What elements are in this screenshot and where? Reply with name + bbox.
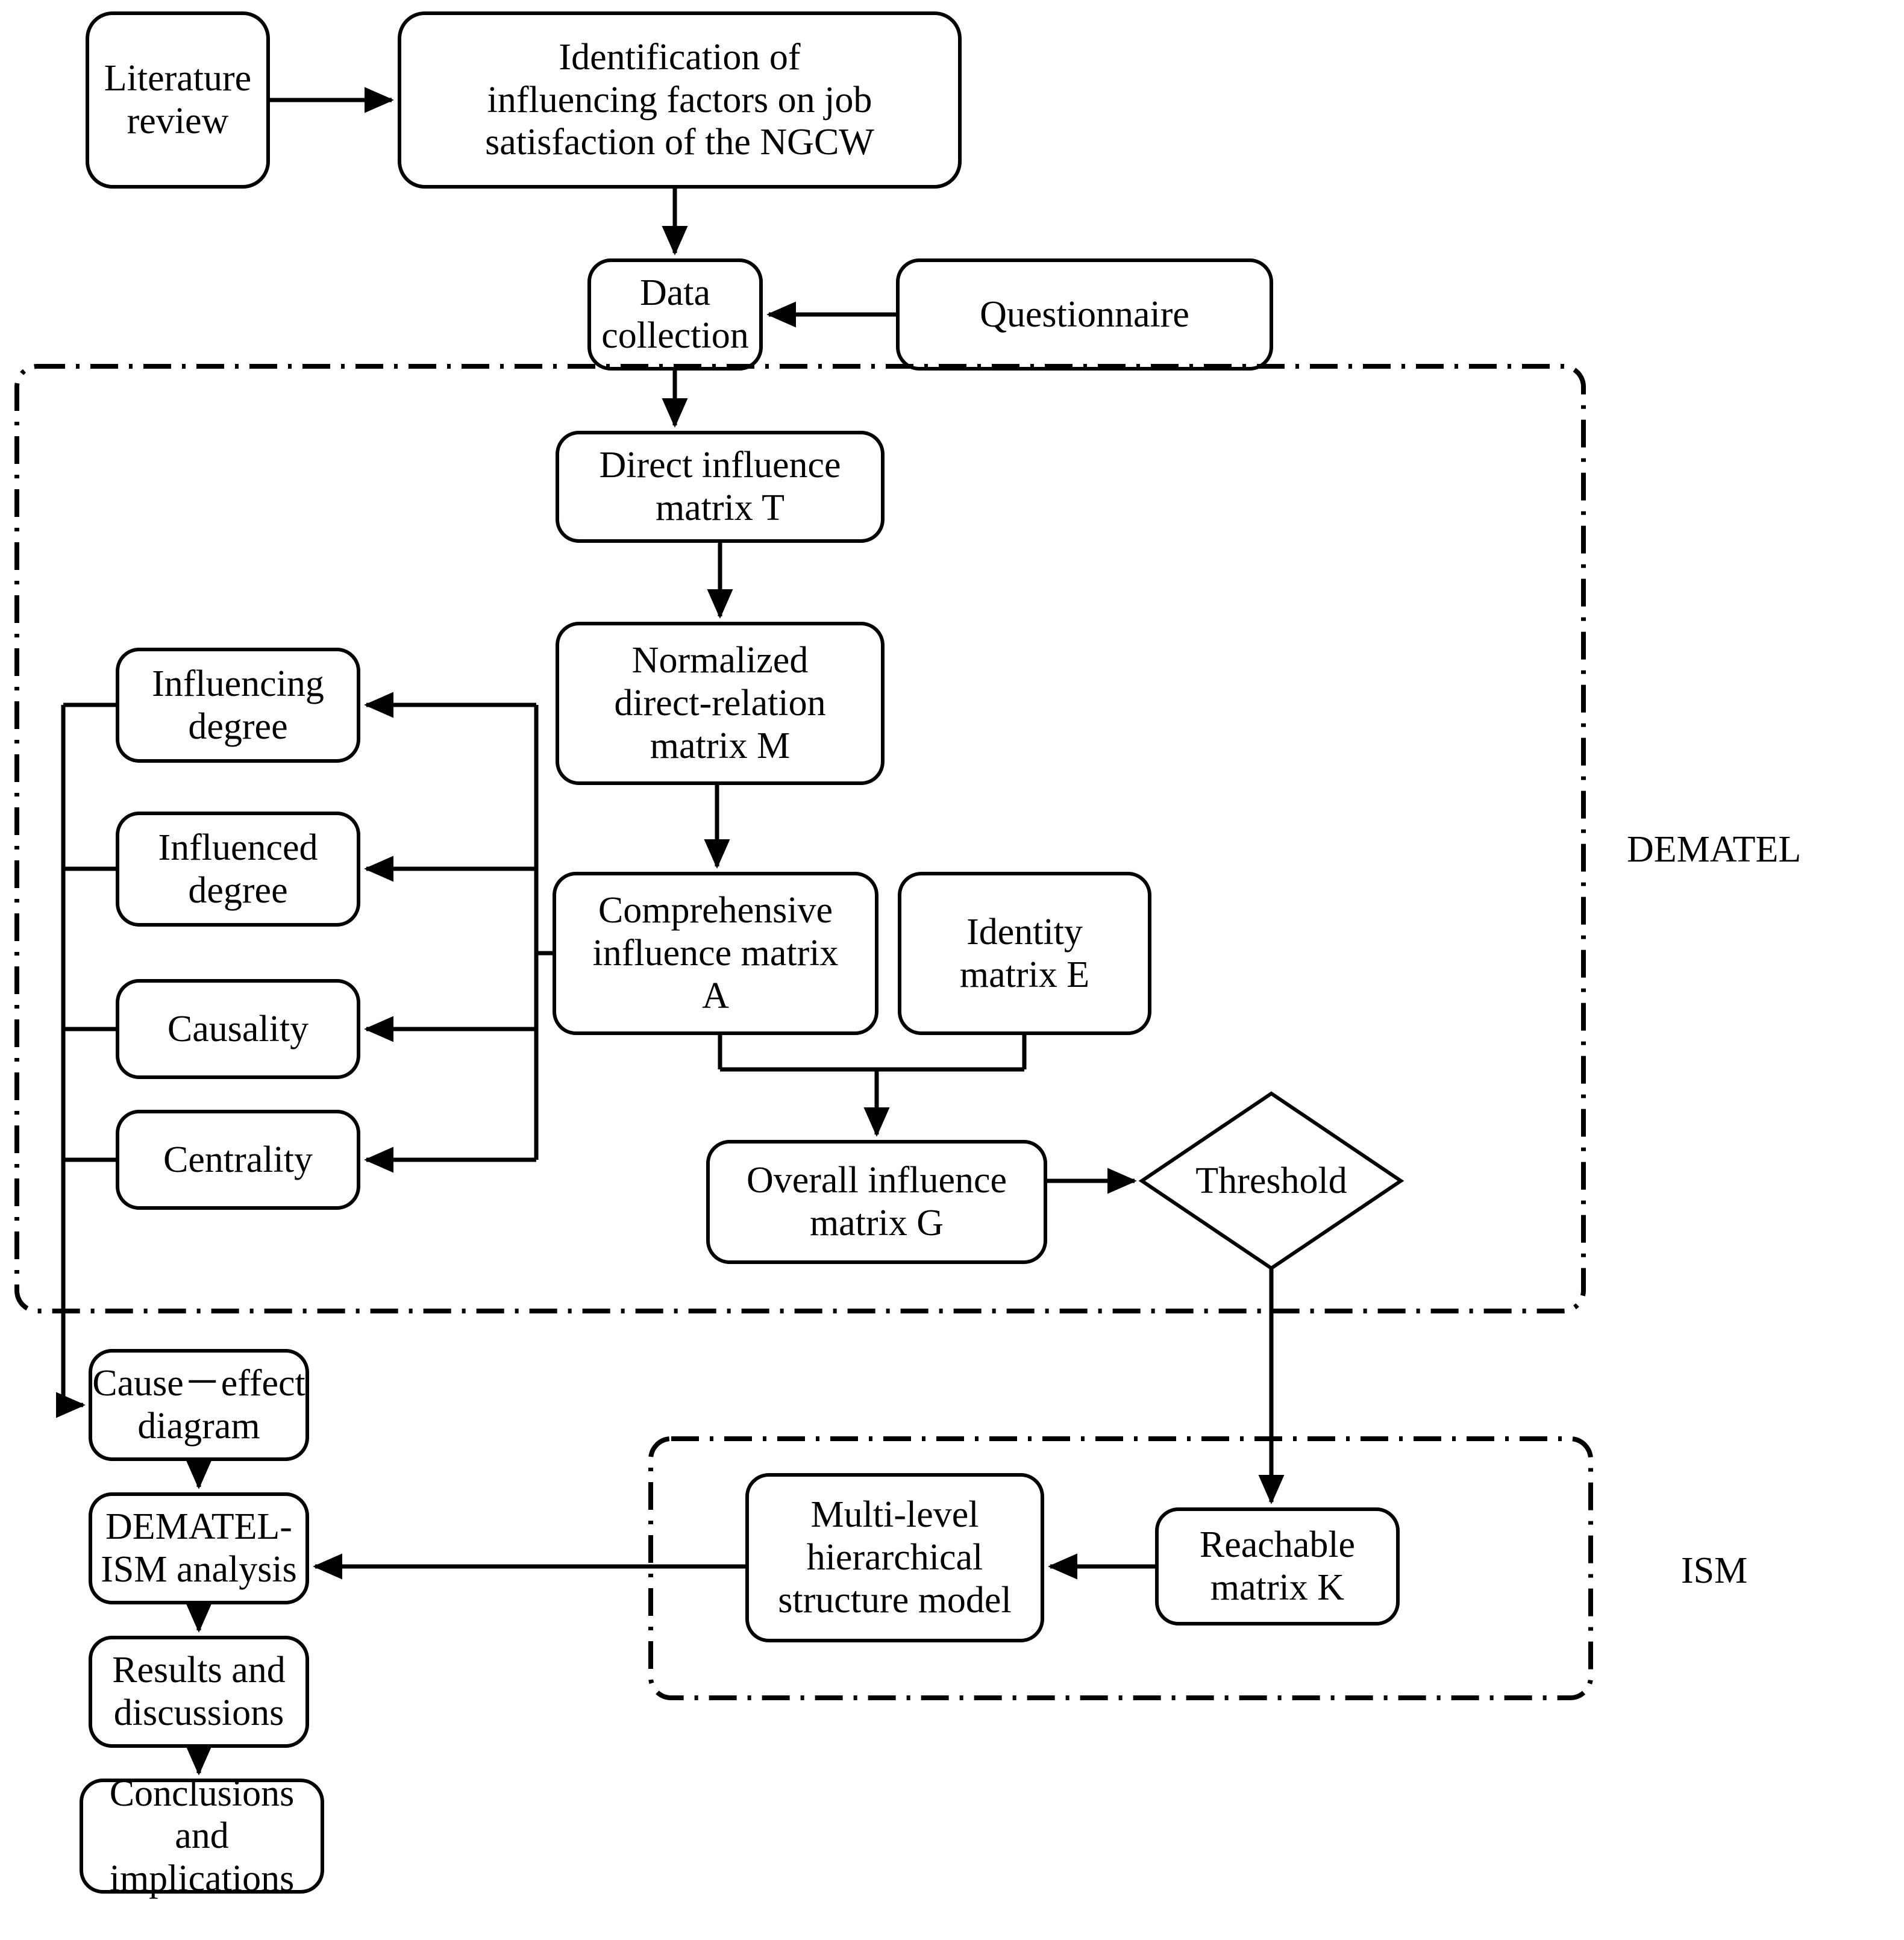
node-cause-effect-diagram-shape [89,1349,309,1461]
node-reachable-matrix-k-shape [1155,1507,1400,1626]
node-identity-matrix-e-shape [898,872,1151,1035]
node-results-and-discussions-shape [89,1636,309,1748]
node-dematel-ism-analysis-shape [89,1492,309,1604]
node-direct-influence-matrix-t-shape [556,431,885,543]
node-threshold-shape [1138,1091,1405,1271]
node-data-collection-shape [587,258,763,371]
node-questionnaire-shape [896,258,1273,371]
ism-group-label: ISM [1681,1550,1748,1591]
node-normalized-direct-relation-matrix-m-shape [556,622,885,785]
node-comprehensive-influence-matrix-a-shape [553,872,878,1035]
node-centrality-shape [116,1110,360,1210]
dematel-group-border [14,364,1586,1313]
node-causality-shape [116,979,360,1079]
dematel-group-label: DEMATEL [1627,829,1802,870]
node-influenced-degree-shape [116,812,360,927]
node-identification-shape [398,11,962,189]
node-multi-level-hierarchical-structure-model-shape [745,1473,1044,1642]
node-conclusions-and-implications-shape [80,1779,324,1894]
node-literature-review-shape [86,11,270,189]
node-influencing-degree-shape [116,648,360,763]
ism-group-border [648,1436,1593,1700]
node-overall-influence-matrix-g-shape [706,1140,1047,1264]
